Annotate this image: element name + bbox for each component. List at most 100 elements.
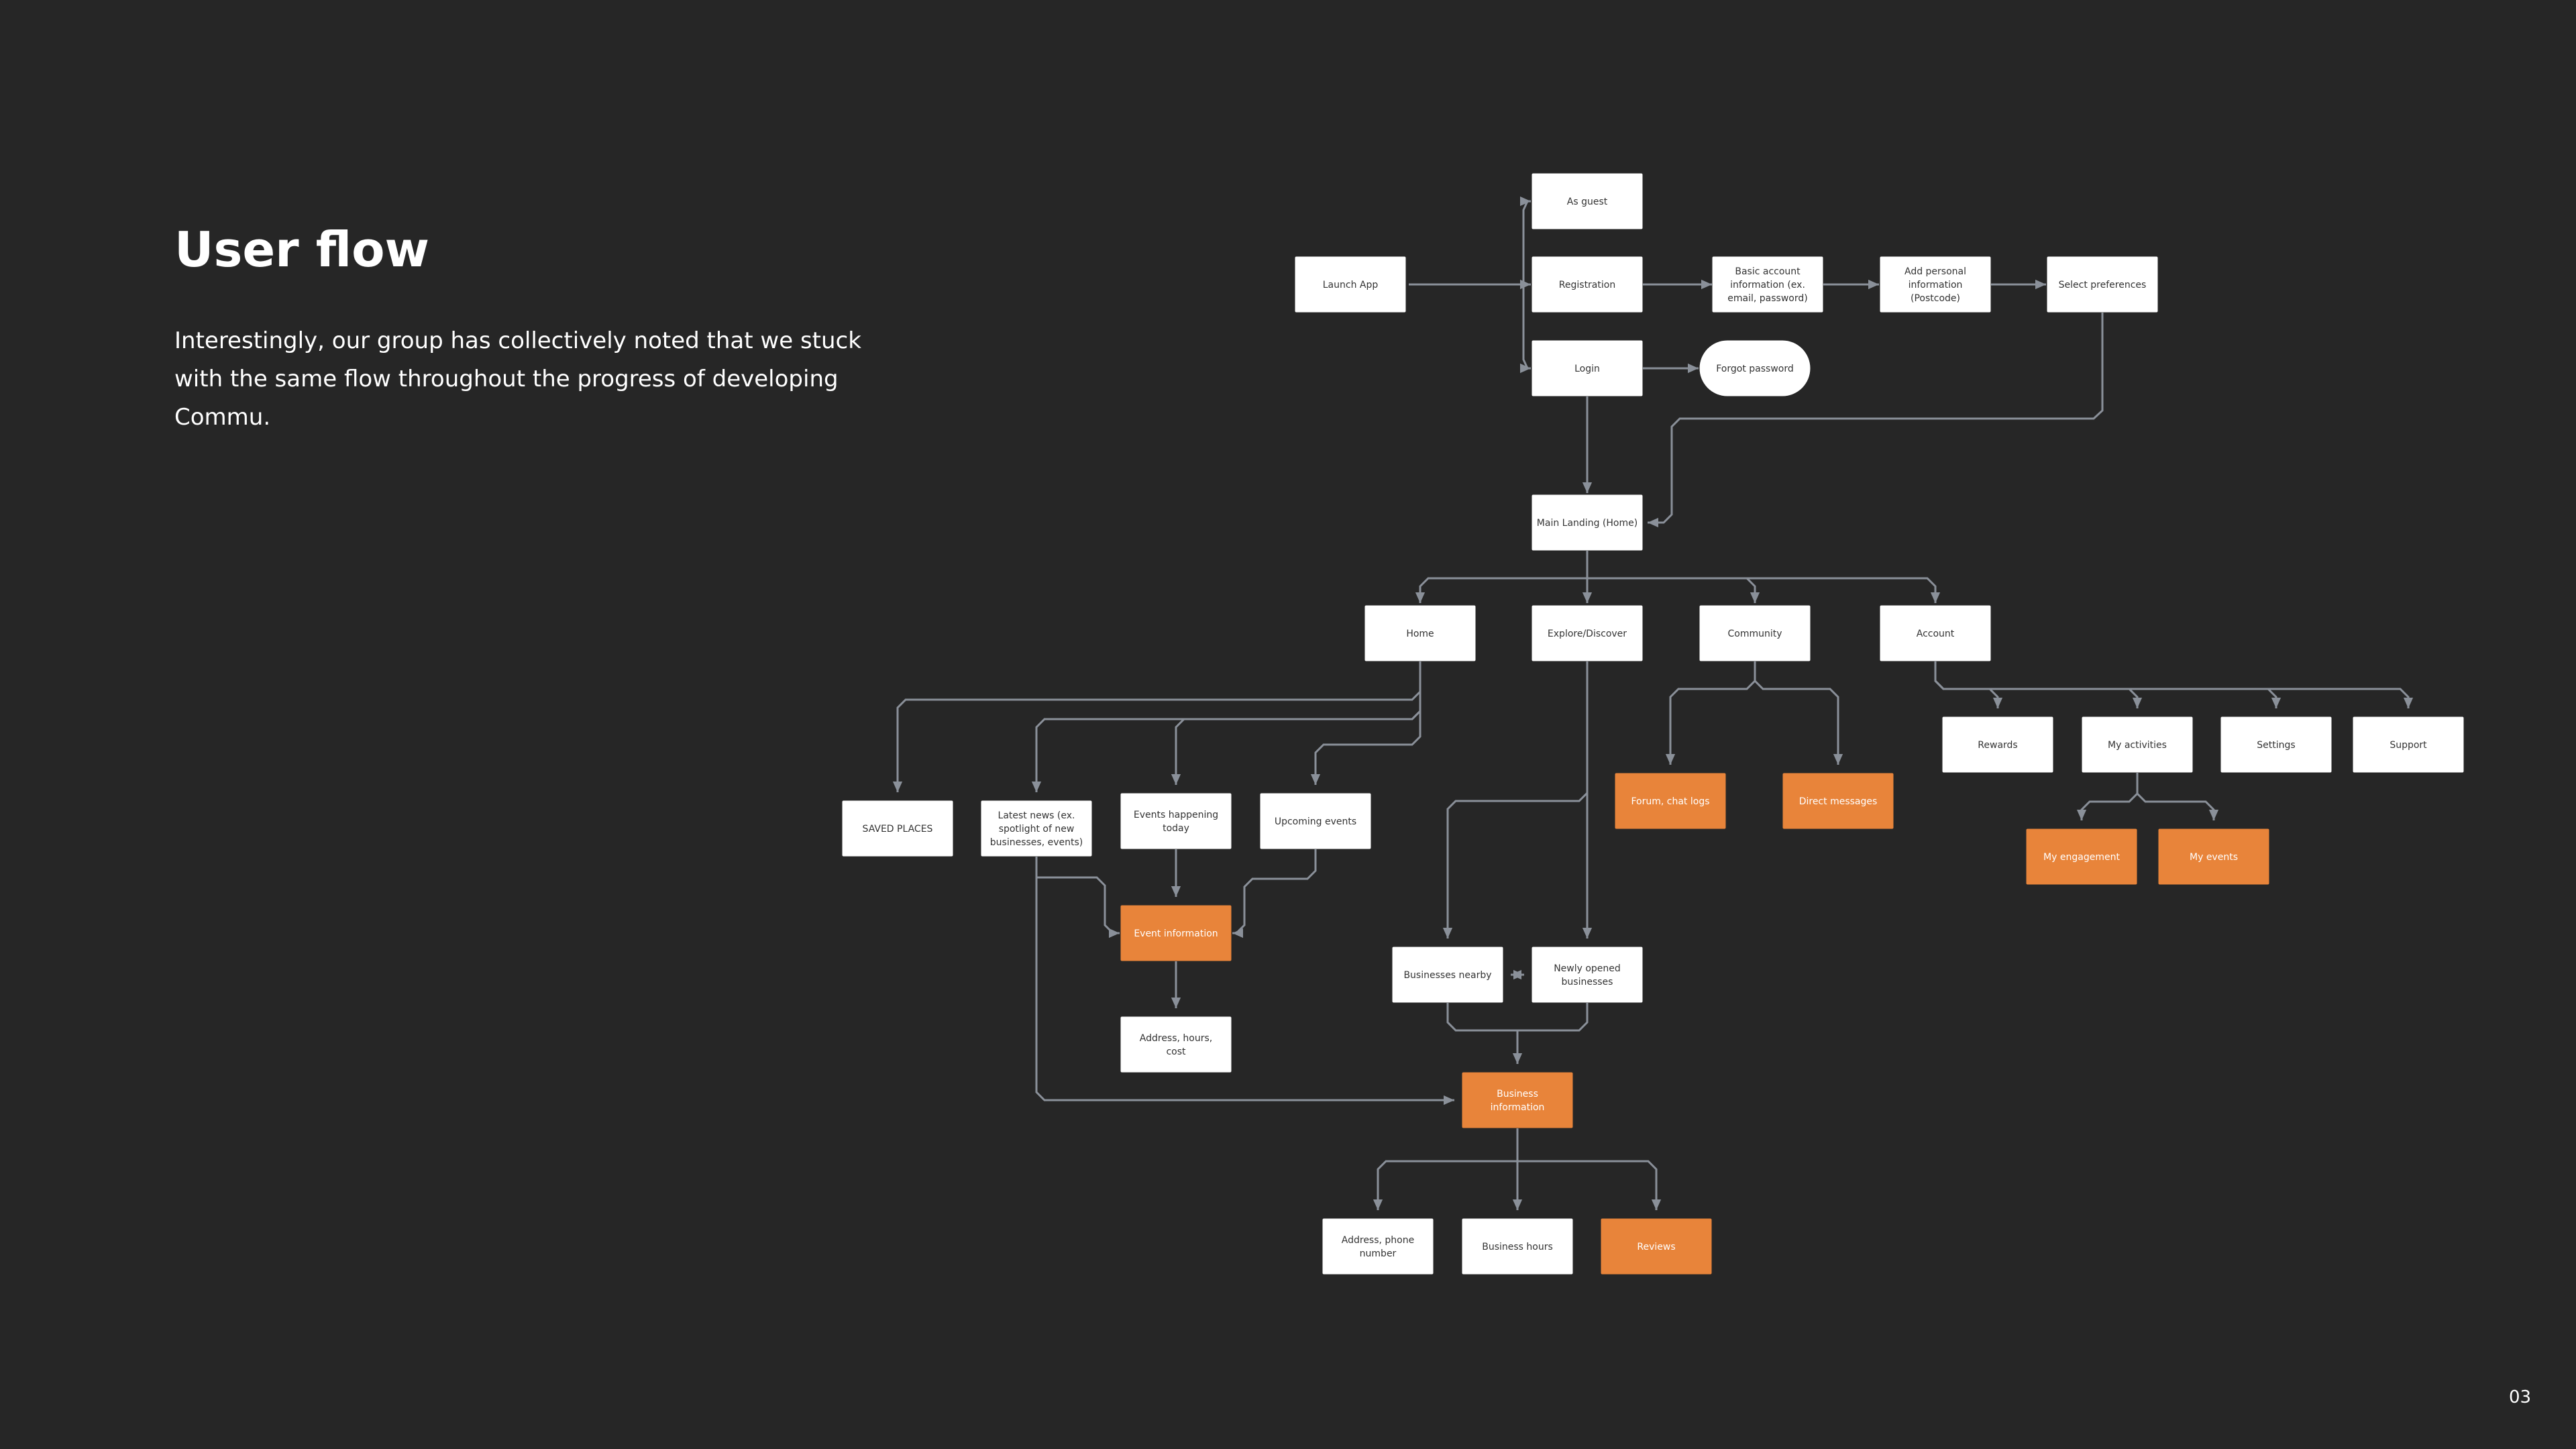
node-box [2220,716,2332,773]
node-box [1532,340,1643,396]
flow-node-activities: My activities [2082,716,2193,773]
node-box [1462,1072,1573,1128]
node-label: My activities [2108,740,2167,751]
connector-arrow [2076,773,2139,820]
connector-arrow [1934,661,2414,708]
node-label: Settings [2257,740,2295,751]
connector-arrow [1035,857,1454,1106]
node-box [1532,173,1643,229]
node-box [1880,256,1991,313]
node-box [1712,256,1823,313]
flow-node-forum: Forum, chat logs [1615,773,1726,829]
node-label: Launch App [1323,280,1379,290]
node-box [1782,773,1894,829]
connector-arrow [1446,1003,1589,1032]
connector-arrow [1310,661,1421,785]
connector-arrow [1409,283,1531,374]
connector-arrow [1031,661,1421,792]
node-box [1462,1218,1573,1275]
connector-arrow [1409,196,1531,286]
connector-arrow [1934,661,2003,708]
connector-arrow [892,661,1421,792]
connector-arrow [2136,773,2219,820]
node-label: Login [1574,364,1600,374]
flow-node-myevents: My events [2158,828,2269,885]
node-box [981,800,1092,857]
flow-node-dm: Direct messages [1782,773,1894,829]
node-label: SAVED PLACES [863,824,933,835]
node-box [1532,256,1643,313]
node-label: Forgot password [1716,364,1794,374]
flow-node-explore: Explore/Discover [1532,605,1643,661]
node-label: Direct messages [1799,796,1878,807]
flow-node-engagement: My engagement [2026,828,2137,885]
node-box [2158,828,2269,885]
node-box [842,800,953,857]
node-label: Home [1406,629,1434,639]
node-label: Explore/Discover [1548,629,1627,639]
node-label: Main Landing (Home) [1537,518,1638,529]
flow-node-addrcost: Address, hours,cost [1120,1016,1232,1073]
node-label: Select preferences [2059,280,2147,290]
node-box [1942,716,2053,773]
node-box [1120,905,1232,961]
node-box [1295,256,1406,313]
connector-arrow [1754,661,1843,765]
node-label: My events [2190,852,2238,863]
flow-node-guest: As guest [1532,173,1643,229]
node-box [1699,605,1811,661]
page-number: 03 [2509,1387,2532,1407]
node-label: Business hours [1482,1242,1553,1252]
flow-node-eventinfo: Event information [1120,905,1232,961]
node-box [1120,1016,1232,1073]
flow-node-registration: Registration [1532,256,1643,313]
node-box [2047,256,2158,313]
connector-arrow [1665,661,1756,765]
flow-node-saved: SAVED PLACES [842,800,953,857]
node-label: Businesses nearby [1403,970,1491,981]
node-box [2026,828,2137,885]
node-box [1532,605,1643,661]
node-label: Registration [1559,280,1615,290]
flow-node-main: Main Landing (Home) [1532,494,1643,551]
connector-arrow [1415,551,1589,603]
page-title: User flow [174,221,430,278]
node-label: Forum, chat logs [1631,796,1709,807]
node-box [2353,716,2464,773]
node-label: Rewards [1978,740,2017,751]
connector-arrow [1587,577,1760,603]
connector-arrow [1648,313,2104,528]
flow-node-nearby: Businesses nearby [1392,947,1503,1003]
node-box [1260,793,1371,849]
node-box [1601,1218,1712,1275]
flow-node-upcoming: Upcoming events [1260,793,1371,849]
connector-arrow [1934,661,2143,708]
flow-node-settings: Settings [2220,716,2332,773]
connector-arrow [1232,849,1317,938]
connector-arrow [1171,661,1421,785]
node-label: Event information [1134,928,1218,939]
flow-node-support: Support [2353,716,2464,773]
connector-arrow [1587,577,1941,603]
flow-node-community: Community [1699,605,1811,661]
flow-node-launch: Launch App [1295,256,1406,313]
node-label: Community [1727,629,1782,639]
flow-node-login: Login [1532,340,1643,396]
node-box [1532,494,1643,551]
flow-node-reviews: Reviews [1601,1218,1712,1275]
node-label: My engagement [2043,852,2120,863]
connectors [892,196,2414,1210]
node-box [1120,793,1232,849]
flow-node-forgot: Forgot password [1699,340,1811,396]
node-box [1532,947,1643,1003]
flow-node-prefs: Select preferences [2047,256,2158,313]
node-box [1392,947,1503,1003]
